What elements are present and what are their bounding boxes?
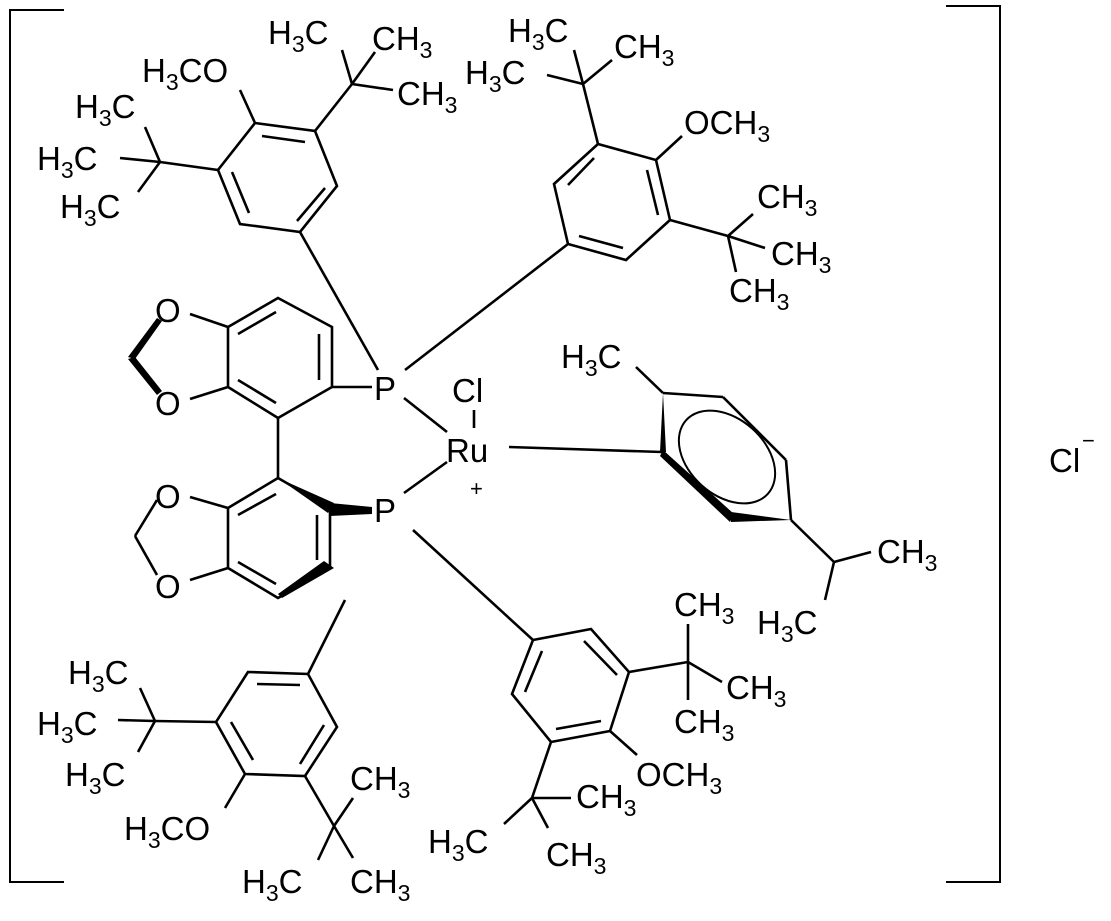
label-tr-tbu-a-1: H3C <box>508 12 568 55</box>
label-tr-tbu-a-2: CH3 <box>614 28 674 71</box>
oxygen-2: O <box>155 385 181 422</box>
ruthenium-bonds <box>403 396 663 495</box>
label-br-ome: OCH3 <box>636 756 722 799</box>
label-br-tbu-b-2: H3C <box>428 823 488 866</box>
aryl-ring-top-left <box>119 49 394 371</box>
label-tl-tbu-a-3: H3C <box>60 188 120 231</box>
label-bl-tbu-b-1: CH3 <box>350 760 410 803</box>
label-tl-tbu-a-1: H3C <box>75 88 135 131</box>
oxygen-4: O <box>155 568 181 605</box>
label-tl-tbu-b-2: CH3 <box>372 20 432 63</box>
complex-bracket-right <box>946 5 1001 883</box>
label-bl-tbu-b-2: H3C <box>242 863 302 906</box>
label-br-tbu-a-1: CH3 <box>674 586 734 629</box>
counter-ion-chloride: Cl <box>1049 442 1080 479</box>
label-br-tbu-b-1: CH3 <box>576 778 636 821</box>
ruthenium-atom: Ru <box>446 432 488 469</box>
label-bl-tbu-a-1: H3C <box>68 654 128 697</box>
label-br-tbu-a-2: CH3 <box>726 669 786 712</box>
counter-ion-charge: − <box>1082 428 1095 453</box>
label-tr-tbu-a-3: H3C <box>465 54 525 97</box>
benzodioxole-lower <box>133 418 372 600</box>
complex-bracket-left <box>9 9 64 883</box>
label-tr-tbu-b-1: CH3 <box>757 178 817 221</box>
ruthenium-charge: + <box>470 476 483 501</box>
label-tr-ome: OCH3 <box>684 104 770 147</box>
label-bl-ome: H3CO <box>124 810 210 853</box>
ru-chloride-ligand: Cl <box>452 372 483 409</box>
label-tl-ome: H3CO <box>142 52 228 95</box>
aryl-ring-bottom-left <box>117 599 355 861</box>
oxygen-1: O <box>155 292 181 329</box>
label-bl-tbu-b-3: CH3 <box>350 863 410 906</box>
label-tr-tbu-b-3: CH3 <box>729 272 789 315</box>
label-br-tbu-b-3: CH3 <box>546 836 606 879</box>
label-tl-tbu-a-2: H3C <box>37 140 97 183</box>
label-bl-tbu-a-2: H3C <box>37 705 97 748</box>
label-cymene-isopropyl-2: H3C <box>757 604 817 647</box>
phosphorus-upper: P <box>374 370 396 407</box>
label-br-tbu-a-3: CH3 <box>674 703 734 746</box>
phosphorus-lower: P <box>374 492 396 529</box>
label-bl-tbu-a-3: H3C <box>65 756 125 799</box>
p-cymene-ring <box>635 366 872 601</box>
label-cymene-isopropyl-1: CH3 <box>877 533 937 576</box>
label-tl-tbu-b-1: H3C <box>268 14 328 57</box>
aryl-ring-bottom-right <box>412 529 723 829</box>
oxygen-3: O <box>155 478 181 515</box>
aryl-ring-top-right <box>404 49 766 372</box>
label-tl-tbu-b-3: CH3 <box>397 75 457 118</box>
label-tr-tbu-b-2: CH3 <box>771 235 831 278</box>
label-cymene-methyl: H3C <box>561 338 621 381</box>
